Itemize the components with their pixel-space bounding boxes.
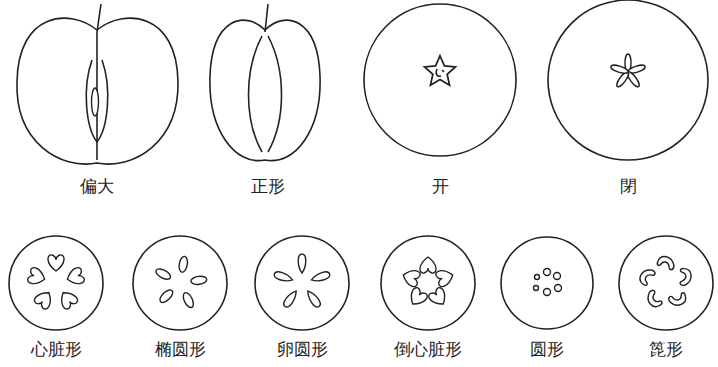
- seed-cell: [181, 291, 195, 309]
- seed-inverted-heart: [381, 236, 475, 330]
- seed-cell: [420, 257, 436, 273]
- seed-spatulate: [619, 236, 713, 330]
- seed-cell: [544, 269, 551, 276]
- seed-oval: [255, 236, 349, 330]
- figure-label: 卵圆形: [277, 340, 328, 359]
- calyx-petals: [610, 54, 646, 88]
- seed-cell: [406, 286, 428, 308]
- core-outline: [86, 60, 107, 142]
- seed-cell: [305, 289, 322, 309]
- apple-stem: [97, 4, 101, 32]
- seed-cell: [427, 286, 449, 308]
- calyx-star: [425, 56, 456, 85]
- figure-label: 閉: [620, 177, 637, 196]
- fruit-outline: [9, 236, 103, 330]
- figure-label: 开: [432, 177, 449, 196]
- apple-section-broad: [17, 4, 178, 164]
- fruit-outline: [255, 236, 349, 330]
- seed-cell: [154, 267, 172, 282]
- figure-label: 倒心脏形: [394, 340, 462, 359]
- seed-cell: [158, 288, 175, 305]
- seed-cell: [401, 267, 421, 287]
- core-line: [268, 36, 282, 152]
- seed-cell: [676, 267, 694, 287]
- seed-cell: [667, 289, 688, 309]
- apple-outline: [17, 18, 178, 164]
- seed-cell: [273, 270, 293, 283]
- core-line: [249, 36, 263, 152]
- seed-cell: [310, 270, 330, 283]
- seed-round: [501, 237, 593, 329]
- seed-cell: [282, 289, 299, 309]
- seed-cell: [644, 289, 665, 309]
- fruit-outline: [619, 236, 713, 330]
- petal: [610, 64, 629, 75]
- seed-cell: [65, 267, 85, 287]
- fruit-outline: [501, 237, 593, 329]
- seed-heart: [9, 236, 103, 330]
- fruit-outline: [364, 4, 516, 156]
- seed-cell: [435, 267, 455, 287]
- seed-cell: [33, 288, 55, 310]
- fruit-outline: [133, 236, 227, 330]
- figure-label: 偏大: [80, 177, 114, 196]
- seed-cell: [178, 256, 189, 273]
- calyx-mark: [436, 69, 444, 76]
- fruit-outline: [548, 0, 708, 160]
- apple-outline: [210, 20, 320, 161]
- fruit-outline: [381, 236, 475, 330]
- seed-cell: [190, 275, 207, 285]
- figure-label: 心脏形: [31, 340, 82, 359]
- figure-label: 椭圆形: [155, 340, 206, 359]
- figure-label: 箆形: [649, 340, 683, 359]
- seed-cell: [534, 286, 539, 291]
- seed-cell: [544, 289, 551, 296]
- seed-ellipse: [133, 236, 227, 330]
- apple-section-normal: [210, 4, 320, 161]
- calyx-open: [364, 4, 516, 156]
- apple-seed: [92, 88, 99, 116]
- calyx-closed: [548, 0, 708, 160]
- seed-cell: [57, 288, 79, 310]
- seed-cell: [555, 285, 562, 292]
- seed-cell: [638, 267, 656, 287]
- seed-cell: [27, 267, 47, 287]
- seed-cell: [48, 255, 64, 271]
- seed-cell: [657, 257, 674, 270]
- seed-cell: [554, 273, 561, 280]
- apple-stem: [265, 4, 268, 32]
- figure-label: 圆形: [530, 340, 564, 359]
- seed-cell: [298, 254, 306, 273]
- seed-cell: [535, 275, 540, 280]
- figure-label: 正形: [251, 177, 285, 196]
